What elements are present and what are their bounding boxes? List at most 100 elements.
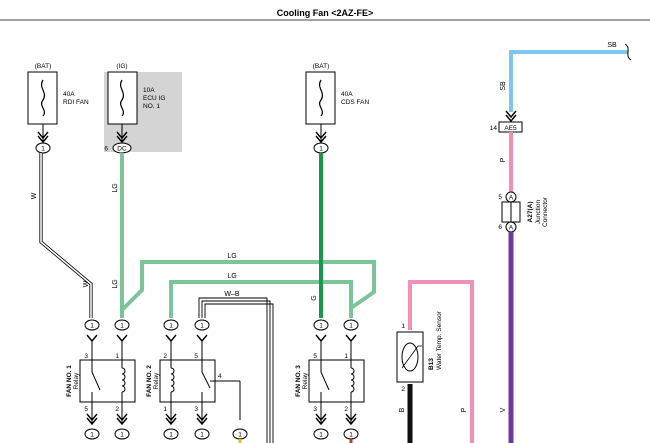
relay-fan-no1: 3 1 5 2 FAN NO. 1 Relay [66, 341, 136, 413]
sensor-id: B13 [428, 358, 435, 370]
junction-desc-1: Junction [535, 200, 542, 225]
junction-desc-2: Connector [542, 196, 549, 227]
wire-v: V [500, 232, 514, 443]
svg-text:1: 1 [319, 432, 323, 439]
relay-3-name: FAN NO. 3 [295, 365, 302, 397]
relay-input-connector: 1 [343, 319, 359, 343]
relay-2-name: FAN NO. 2 [146, 365, 153, 397]
svg-text:4: 4 [218, 373, 222, 380]
bottom-connector: 1 [194, 402, 210, 440]
fuse-cds-rating: 40A [341, 91, 353, 98]
bottom-connector: 1 [232, 428, 248, 443]
bottom-connector: 1 [343, 402, 359, 443]
junction-bottom-pin: 6 [498, 224, 502, 231]
svg-text:3: 3 [313, 406, 317, 413]
wire-b: B [399, 384, 413, 443]
fuse-rdi-connector [35, 142, 51, 154]
bottom-connector: 1 [313, 402, 329, 440]
wire-g: G [311, 153, 323, 318]
wire-p-upper: P [500, 132, 513, 192]
svg-text:1: 1 [90, 323, 94, 330]
relay-1-body [79, 359, 136, 403]
relay-input-connector: 1 [114, 319, 130, 343]
fuse-ecu-name2: NO. 1 [143, 103, 160, 110]
wire-sb: SB SB [500, 42, 632, 123]
bottom-connector: 1 [163, 402, 179, 440]
junction-top-label: A [509, 195, 514, 202]
fuse-ecu-rating: 10A [143, 87, 155, 94]
wire-lg-label-2: LG [112, 279, 119, 288]
svg-text:1: 1 [120, 432, 124, 439]
fuse-ecu-name: ECU IG [143, 95, 165, 102]
wire-b-label: B [399, 407, 406, 412]
relay-1-sub: Relay [73, 372, 80, 389]
fuse-rdi-source: (BAT) [35, 63, 52, 70]
svg-text:2: 2 [344, 406, 348, 413]
junction-bottom-label: A [509, 225, 514, 232]
wire-p-label-sensor: P [461, 407, 468, 412]
relay-2-sub: Relay [153, 372, 160, 389]
junction-name: A27(A) [527, 202, 534, 223]
fuse-cds-symbol [318, 79, 324, 117]
wire-p-label-upper: P [500, 157, 507, 162]
svg-text:5: 5 [313, 353, 317, 360]
wire-g-label: G [311, 295, 318, 300]
relay-1-name: FAN NO. 1 [66, 365, 73, 397]
fuse-ecu-symbol [119, 79, 125, 117]
relay-input-connector: 1 [313, 319, 329, 343]
svg-text:1: 1 [349, 323, 353, 330]
svg-text:1: 1 [344, 353, 348, 360]
bottom-connector: 1 [114, 402, 130, 440]
water-temp-sensor: 1 2 B13 Water Temp. Sensor [396, 310, 443, 393]
svg-text:2: 2 [163, 353, 167, 360]
fuse-ecu-connector-pin: 6 [104, 146, 108, 153]
relay-3-body [308, 359, 365, 403]
connector-ae5: 14 AE5 [490, 121, 523, 133]
wire-sb-label-top: SB [607, 42, 617, 49]
relay-input-connector: 1 [84, 319, 100, 343]
bottom-connector: 1 [84, 402, 100, 440]
wire-lg-label-4: LG [227, 273, 236, 280]
svg-text:5: 5 [194, 353, 198, 360]
fuse-rdi-symbol [40, 79, 46, 117]
fuse-rdi-fan: (BAT) 40A RDI FAN 1 [27, 63, 89, 154]
fuse-cds-source: (BAT) [313, 63, 330, 70]
relay-input-connector: 1 [194, 319, 210, 343]
fuse-ecu-connector-name: DC [117, 146, 127, 153]
sensor-name: Water Temp. Sensor [436, 310, 443, 370]
wire-lg-label-3: LG [227, 253, 236, 260]
relay-input-connectors: 1 1 1 1 1 1 [84, 319, 359, 343]
wire-lg-main: LG LG LG LG [112, 153, 376, 318]
svg-text:1: 1 [90, 432, 94, 439]
connector-ae5-name: AE5 [504, 125, 517, 132]
fuse-rdi-connector-pin: 1 [41, 146, 45, 153]
svg-text:1: 1 [349, 432, 353, 439]
relay-input-connector: 1 [163, 319, 179, 343]
fuse-cds-name: CDS FAN [341, 99, 369, 106]
fuse-cds-connector-pin: 1 [319, 146, 323, 153]
svg-text:2: 2 [115, 406, 119, 413]
wire-w-b: W–B [198, 291, 274, 443]
relay-fan-no2: 2 5 4 1 3 FAN NO. 2 Relay [146, 341, 241, 420]
connector-ae5-pin: 14 [490, 125, 498, 132]
junction-connector: 5 A 6 A A27(A) Junction Connector [498, 191, 549, 233]
diagram-title: Cooling Fan <2AZ-FE> [277, 8, 374, 18]
junction-top-pin: 5 [498, 194, 502, 201]
svg-text:1: 1 [120, 323, 124, 330]
fuse-ecu-source: (IG) [116, 63, 127, 70]
sensor-pin-bottom: 2 [401, 386, 405, 393]
fuse-rdi-rating: 40A [63, 91, 75, 98]
svg-text:1: 1 [238, 432, 242, 439]
wire-w-b-label: W–B [224, 291, 240, 298]
svg-text:3: 3 [84, 353, 88, 360]
wire-lg-label-1: LG [112, 183, 119, 192]
svg-text:5: 5 [84, 406, 88, 413]
svg-text:1: 1 [169, 323, 173, 330]
svg-text:1: 1 [200, 432, 204, 439]
wire-p-sensor: P [408, 280, 474, 443]
wire-w: W W [31, 153, 93, 318]
wire-w-label-top: W [31, 192, 38, 199]
svg-text:3: 3 [194, 406, 198, 413]
fuse-cds-box [305, 71, 336, 125]
